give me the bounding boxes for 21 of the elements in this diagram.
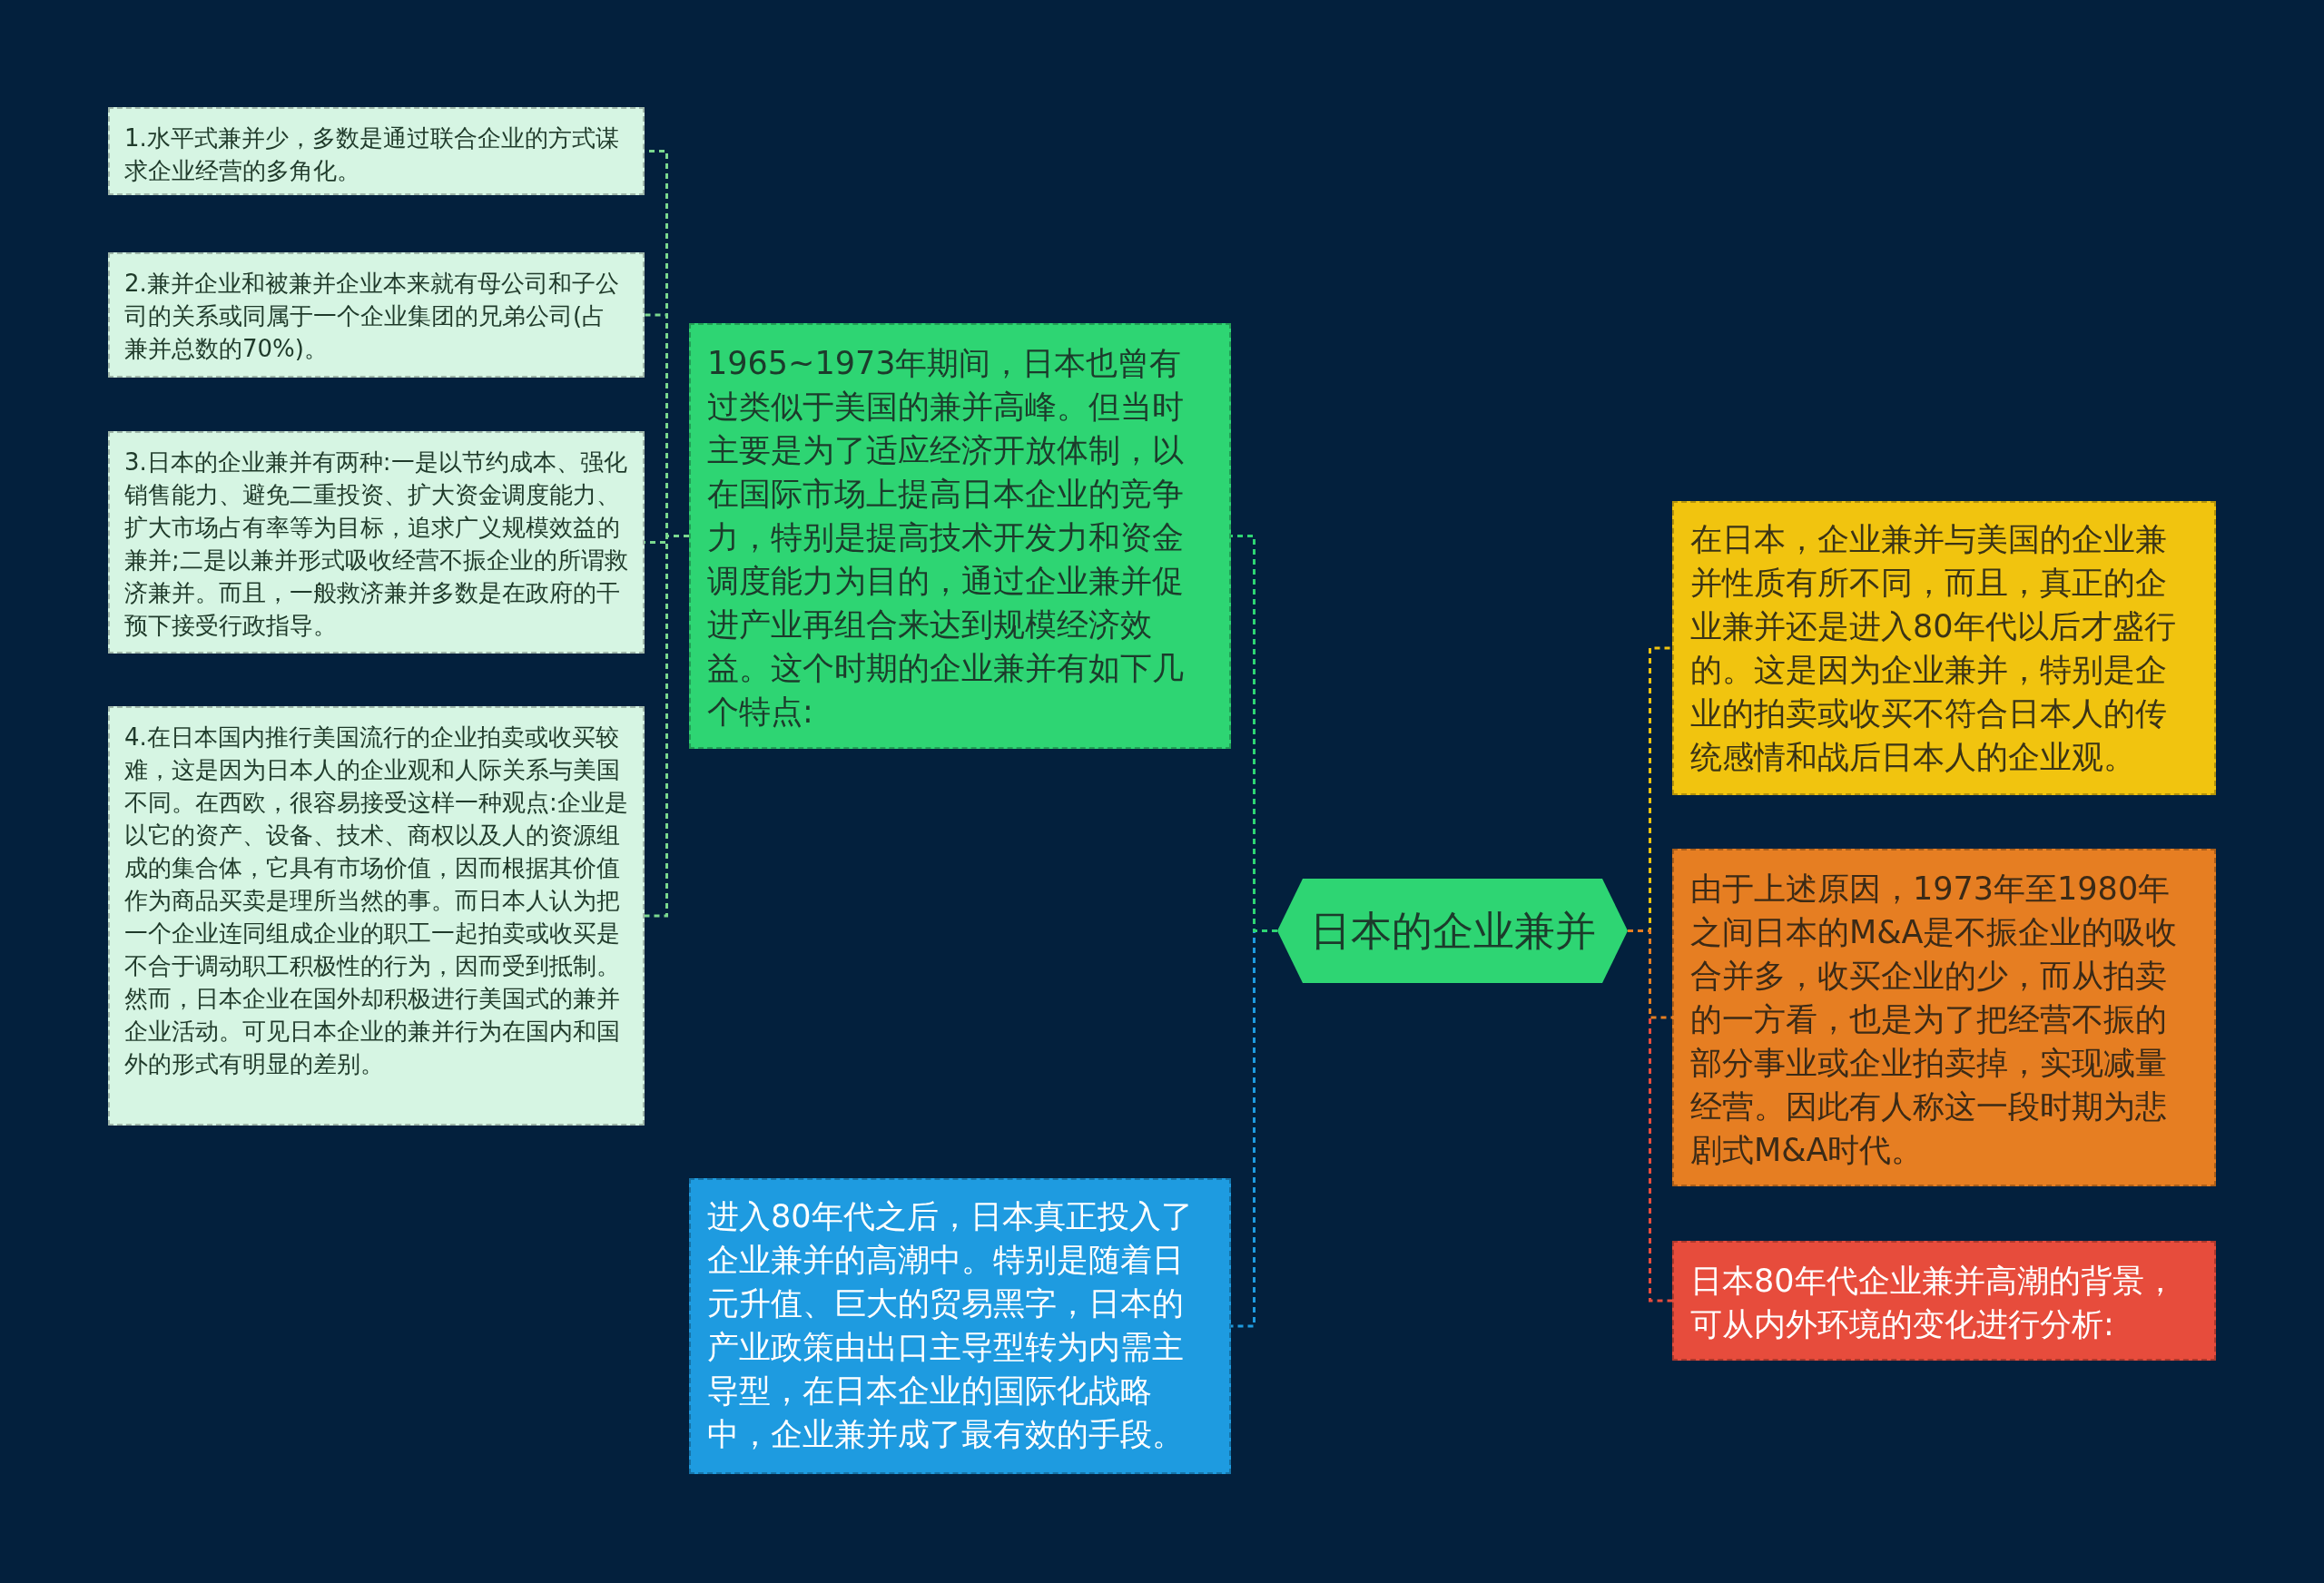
- topic-text: 进入80年代之后，日本真正投入了企业兼并的高潮中。特别是随着日元升值、巨大的贸易黑字，日本的产业政策由出口主导型转为内需主导型，在日本企业的国际化战略中，企业兼并成了最有效的手段。: [707, 1197, 1194, 1454]
- topic-text: 1965~1973年期间，日本也曾有过类似于美国的兼并高峰。但当时主要是为了适应经济开放体制，以在国际市场上提高日本企业的竞争力，特别是提高技术开发力和资金调度能力为目的，通过企业兼并促进产业再组合来达到规模经济效益。这个时期的企业兼并有如下几个特点:: [707, 344, 1185, 732]
- topic-text: 在日本，企业兼并与美国的企业兼并性质有所不同，而且，真正的企业兼并还是进入80年代以后才盛行的。这是因为企业兼并，特别是企业的拍卖或收买不符合日本人的传统感情和战后日本人的企业观。: [1690, 520, 2177, 777]
- topic-text: 2.兼并企业和被兼并企业本来就有母公司和子公司的关系或同属于一个企业集团的兄弟公司(占兼并总数的70%)。: [124, 269, 620, 364]
- topic-box: [1672, 501, 2216, 795]
- topic-text: 1.水平式兼并少，多数是通过联合企业的方式谋求企业经营的多角化。: [124, 123, 620, 186]
- topic-box: [1672, 1241, 2216, 1361]
- topic-text: 由于上述原因，1973年至1980年之间日本的M&A是不振企业的吸收合并多，收买企业的少，而从拍卖的一方看，也是为了把经营不振的部分事业或企业拍卖掉，实现减量经营。因此有人称这一段时期为悲剧式M&A时代。: [1690, 870, 2179, 1170]
- subtopic-box: [108, 107, 645, 195]
- subtopic-box: [108, 431, 645, 654]
- topic-box: [689, 323, 1231, 749]
- topic-box: [689, 1178, 1231, 1474]
- topic-box: [1672, 849, 2216, 1186]
- topic-title: 日本的企业兼并: [1309, 905, 1596, 957]
- central-topic-hexagon: [1277, 879, 1628, 983]
- topic-text: 3.日本的企业兼并有两种:一是以节约成本、强化销售能力、避免二重投资、扩大资金调度能力、扩大市场占有率等为目标，追求广义规模效益的兼并;二是以兼并形式吸收经营不振企业的所谓救济兼并。而且，一般救济兼并多数是在政府的干预下接受行政指导。: [124, 447, 628, 641]
- subtopic-box: [108, 252, 645, 378]
- connector-line: [1628, 929, 1672, 1019]
- topic-text: 日本80年代企业兼并高潮的背景，可从内外环境的变化进行分析:: [1690, 1262, 2177, 1344]
- subtopic-box: [108, 706, 645, 1126]
- topic-text: 4.在日本国内推行美国流行的企业拍卖或收买较难，这是因为日本人的企业观和人际关系与美国不同。在西欧，很容易接受这样一种观点:企业是以它的资产、设备、技术、商权以及人的资源组成的集合体，它具有市场价值，因而根据其价值作为商品买卖是理所当然的事。而日本人认为把一个企业连同组成企业的职工一起拍卖或收买是不合于调动职工积极性的行为，因而受到抵制。然而，日本企业在国外却积极进行美国式的兼并企业活动。可见日本企业的兼并行为在国内和国外的形式有明显的差别。: [124, 723, 628, 1079]
